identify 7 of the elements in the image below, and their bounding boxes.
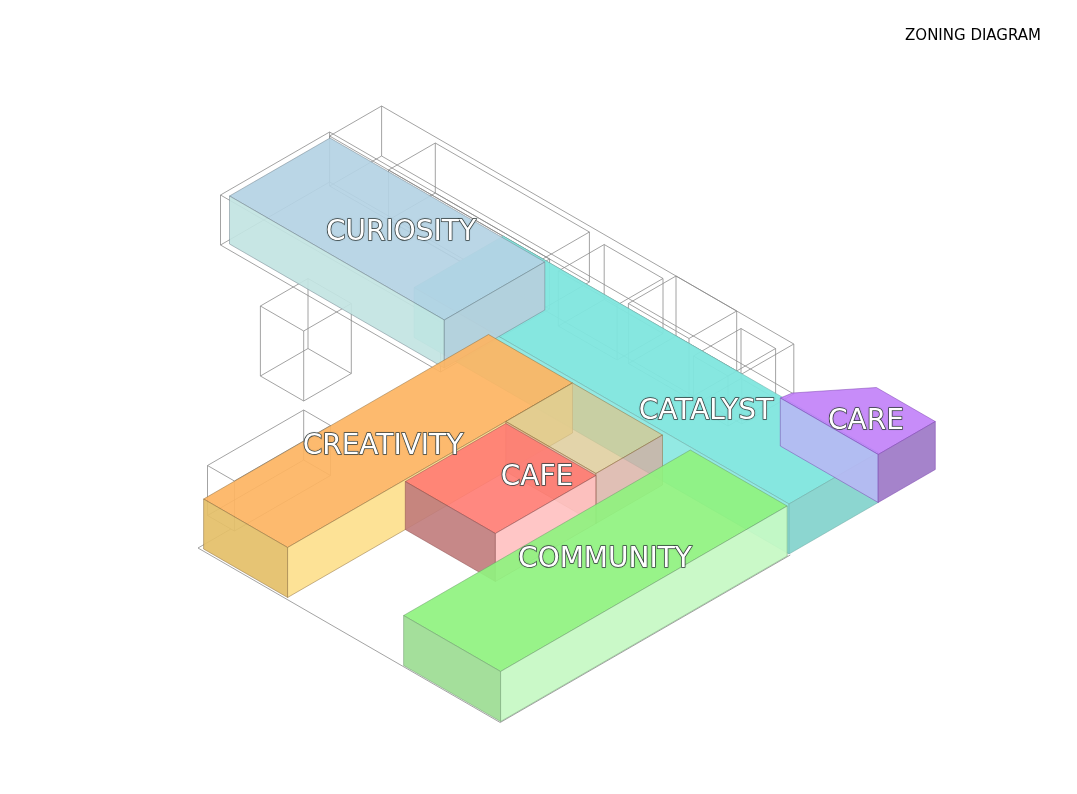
zone-label: CARE	[828, 405, 904, 435]
zone-label: CAFE	[500, 461, 574, 491]
diagram-title: ZONING DIAGRAM	[905, 27, 1041, 44]
zone-label: CURIOSITY	[326, 216, 476, 246]
zone-label: CREATIVITY	[302, 430, 464, 460]
zone-label: CATALYST	[638, 395, 774, 425]
zone-label: COMMUNITY	[518, 543, 692, 573]
